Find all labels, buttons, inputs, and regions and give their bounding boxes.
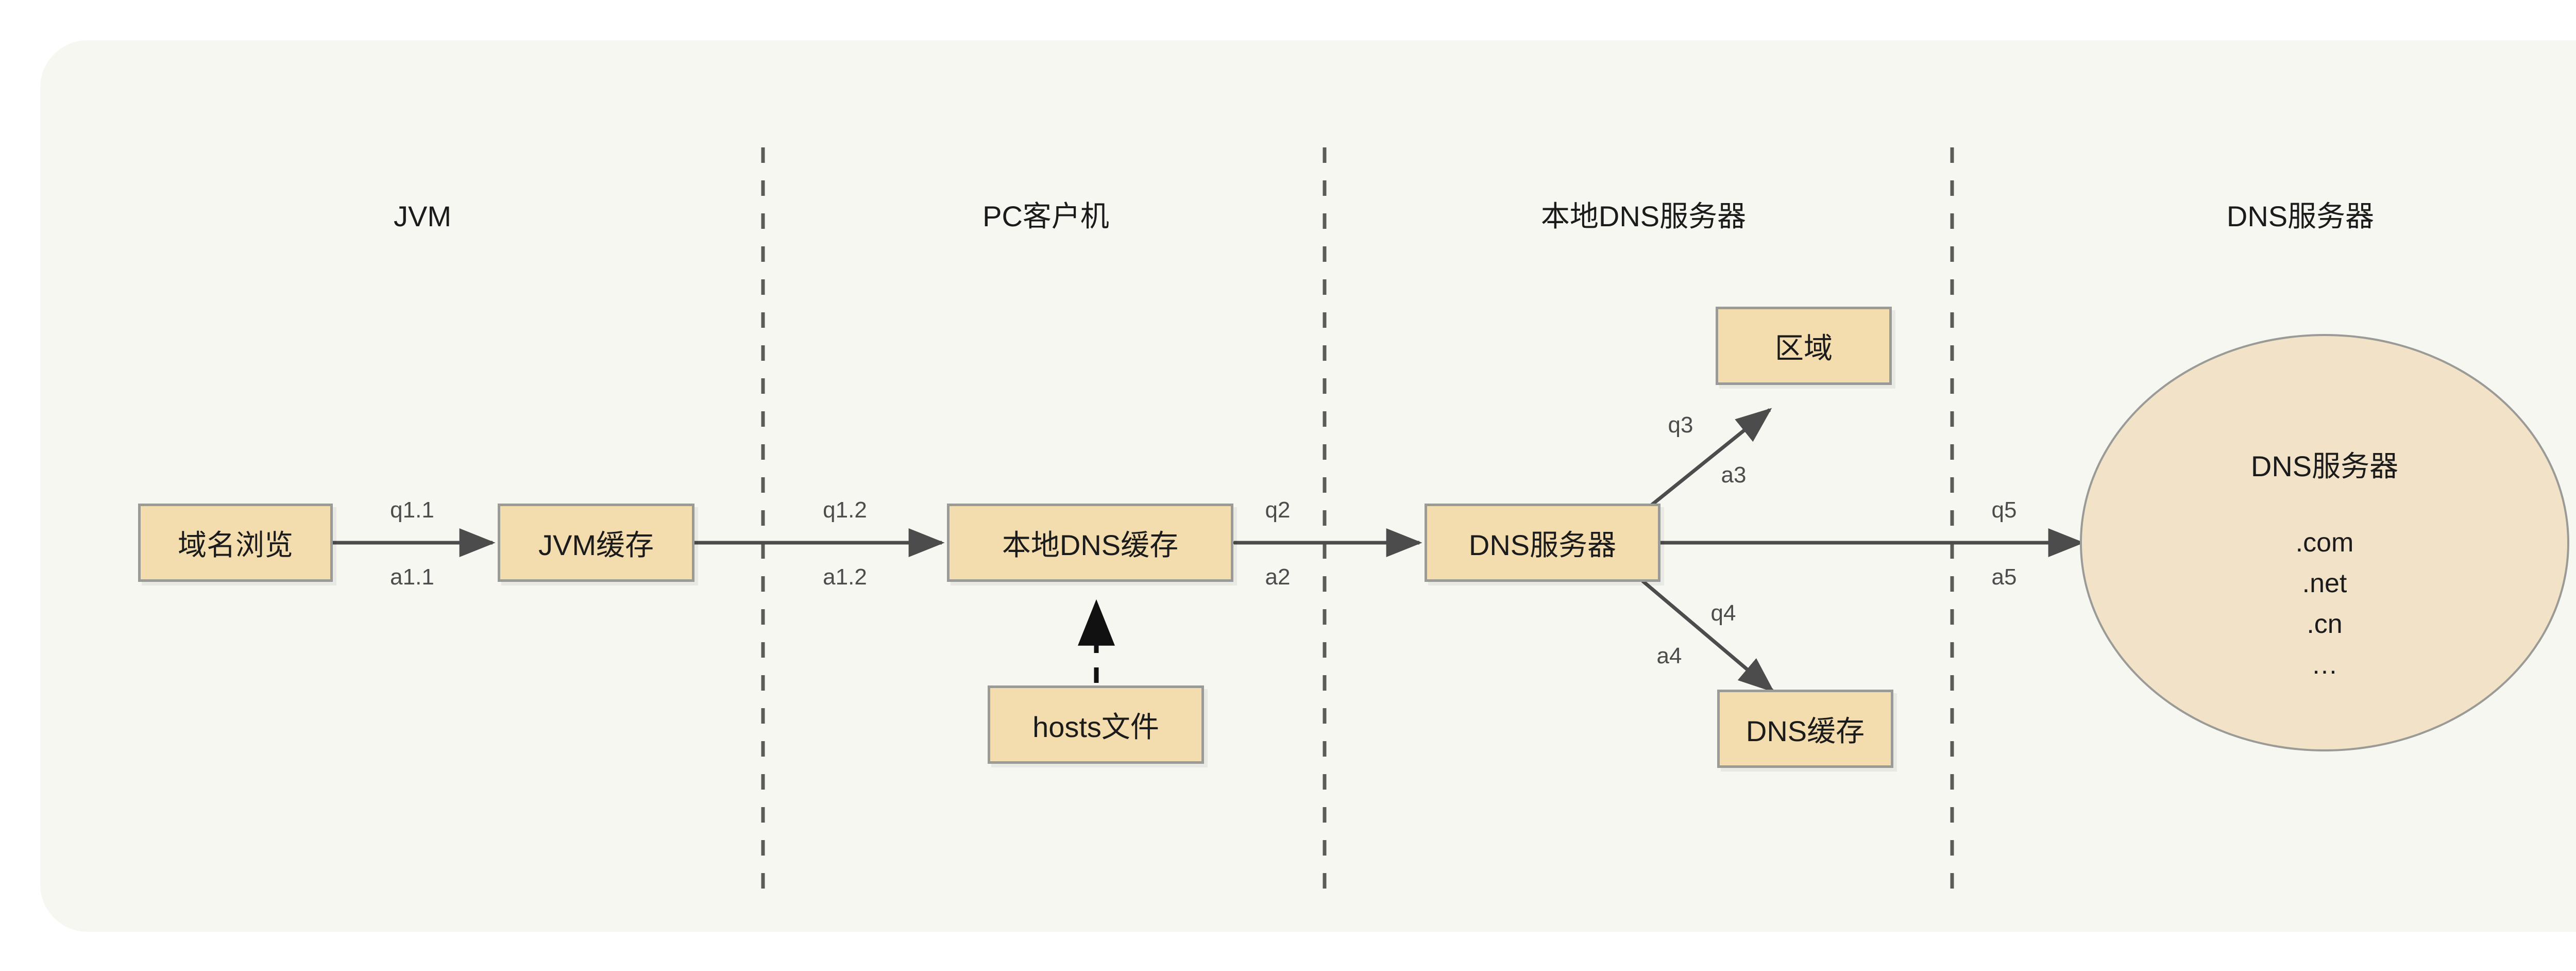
tld-cn: .cn <box>2307 609 2343 640</box>
lane-title-pc-client: PC客户机 <box>982 200 1109 232</box>
dns-root-cloud-tld-list: .com .net .cn … <box>2296 529 2354 679</box>
node-dns-server[interactable]: DNS服务器 <box>1425 504 1660 582</box>
edge-label-q2: q2 <box>1265 497 1291 523</box>
node-jvm-cache[interactable]: JVM缓存 <box>498 504 694 582</box>
edge-label-a2: a2 <box>1265 564 1291 590</box>
edge-label-q5: q5 <box>1991 497 2017 523</box>
edge-label-q1-1: q1.1 <box>390 497 434 523</box>
lane-title-jvm: JVM <box>394 200 451 232</box>
edge-label-q1-2: q1.2 <box>823 497 867 523</box>
lane-title-dns: DNS服务器 <box>2226 200 2375 232</box>
edge-label-a3: a3 <box>1721 462 1747 488</box>
edge-label-q3: q3 <box>1668 412 1693 438</box>
dns-root-cloud-title: DNS服务器 <box>2250 450 2399 482</box>
lane-title-local-dns: 本地DNS服务器 <box>1540 200 1747 232</box>
edge-label-a1-2: a1.2 <box>823 564 867 590</box>
edge-label-a5: a5 <box>1991 564 2017 590</box>
node-dns-cache[interactable]: DNS缓存 <box>1717 690 1893 768</box>
edge-label-a4: a4 <box>1656 643 1682 668</box>
node-domain-browse[interactable]: 域名浏览 <box>138 504 333 582</box>
tld-net: .net <box>2302 568 2347 599</box>
edge-label-a1-1: a1.1 <box>390 564 434 590</box>
tld-more: … <box>2311 650 2338 680</box>
node-local-dns-cache[interactable]: 本地DNS缓存 <box>947 504 1233 582</box>
edge-label-q4: q4 <box>1710 600 1736 626</box>
node-hosts-file[interactable]: hosts文件 <box>988 685 1204 764</box>
node-zone[interactable]: 区域 <box>1716 307 1892 385</box>
tld-com: .com <box>2295 528 2354 558</box>
node-dns-root-cloud[interactable]: DNS服务器 .com .net .cn … <box>2080 334 2569 751</box>
